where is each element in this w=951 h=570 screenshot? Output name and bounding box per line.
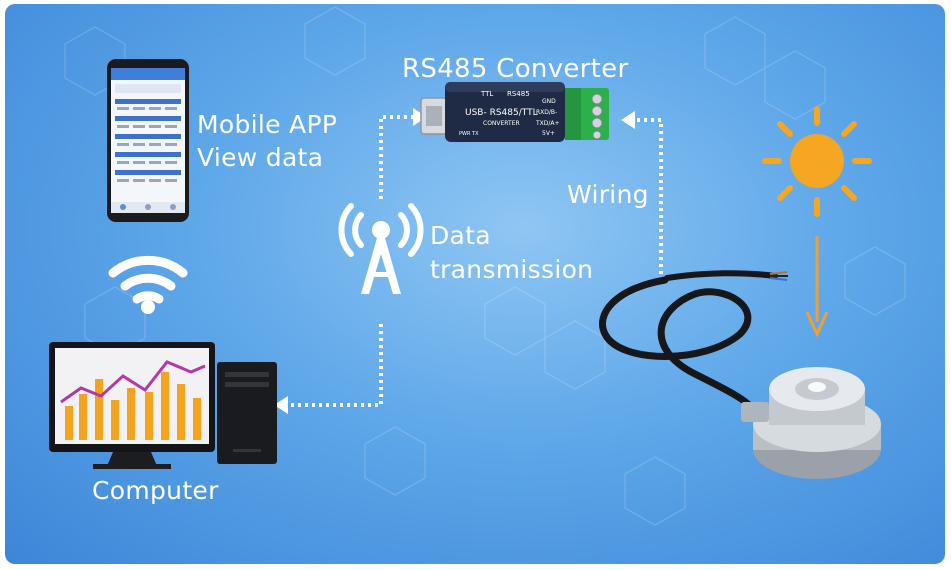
device-rxd-text: RXD/B-: [536, 109, 557, 116]
antenna-icon: [338, 203, 424, 294]
cable-wires: [769, 271, 788, 281]
arrow-down-icon: [805, 236, 829, 338]
sun-icon: [762, 106, 872, 217]
computer-label: Computer: [92, 476, 219, 505]
data-transmission-label: Data transmission: [430, 219, 593, 287]
antenna-to-converter-line: [379, 115, 425, 199]
mobile-app-line1: Mobile APP: [197, 110, 338, 139]
arrow-into-computer: [274, 396, 288, 414]
device-gnd-text: GND: [542, 98, 556, 105]
mobile-app-label: Mobile APP View data: [197, 108, 337, 174]
device-5v-text: 5V+: [542, 130, 555, 137]
device-pwr-text: PWR TX: [459, 131, 479, 137]
sensor-to-converter-line: [627, 118, 663, 274]
diagram-panel: TTL RS485 USB- RS485/TTL CONVERTER PWR T…: [5, 4, 945, 564]
wifi-icon: [108, 256, 188, 304]
mobile-app-line2: View data: [197, 143, 324, 172]
data-transmission-line1: Data: [430, 221, 491, 250]
computer-tower: [217, 362, 277, 464]
solar-sensor: [741, 367, 881, 479]
arrow-into-converter: [413, 108, 427, 126]
device-ttl-text: TTL: [480, 90, 493, 98]
rs485-converter-device: TTL RS485 USB- RS485/TTL CONVERTER PWR T…: [420, 82, 609, 142]
connection-lines: [283, 115, 663, 407]
data-transmission-line2: transmission: [430, 255, 594, 284]
device-rs485-text: RS485: [507, 90, 530, 98]
rs485-converter-label: RS485 Converter: [402, 54, 629, 84]
arrow-into-converter-right: [621, 111, 635, 129]
wifi-dot: [141, 300, 155, 314]
computer-monitor: [49, 342, 215, 469]
device-txd-text: TXD/A+: [535, 120, 560, 127]
device-title-text: USB- RS485/TTL: [465, 108, 538, 118]
arrow-heads: [274, 108, 635, 414]
device-converter-text: CONVERTER: [483, 120, 520, 127]
mobile-phone: [107, 59, 189, 222]
wiring-label: Wiring: [567, 180, 649, 209]
antenna-to-computer-line: [283, 324, 383, 407]
sensor-cable: [599, 270, 778, 413]
